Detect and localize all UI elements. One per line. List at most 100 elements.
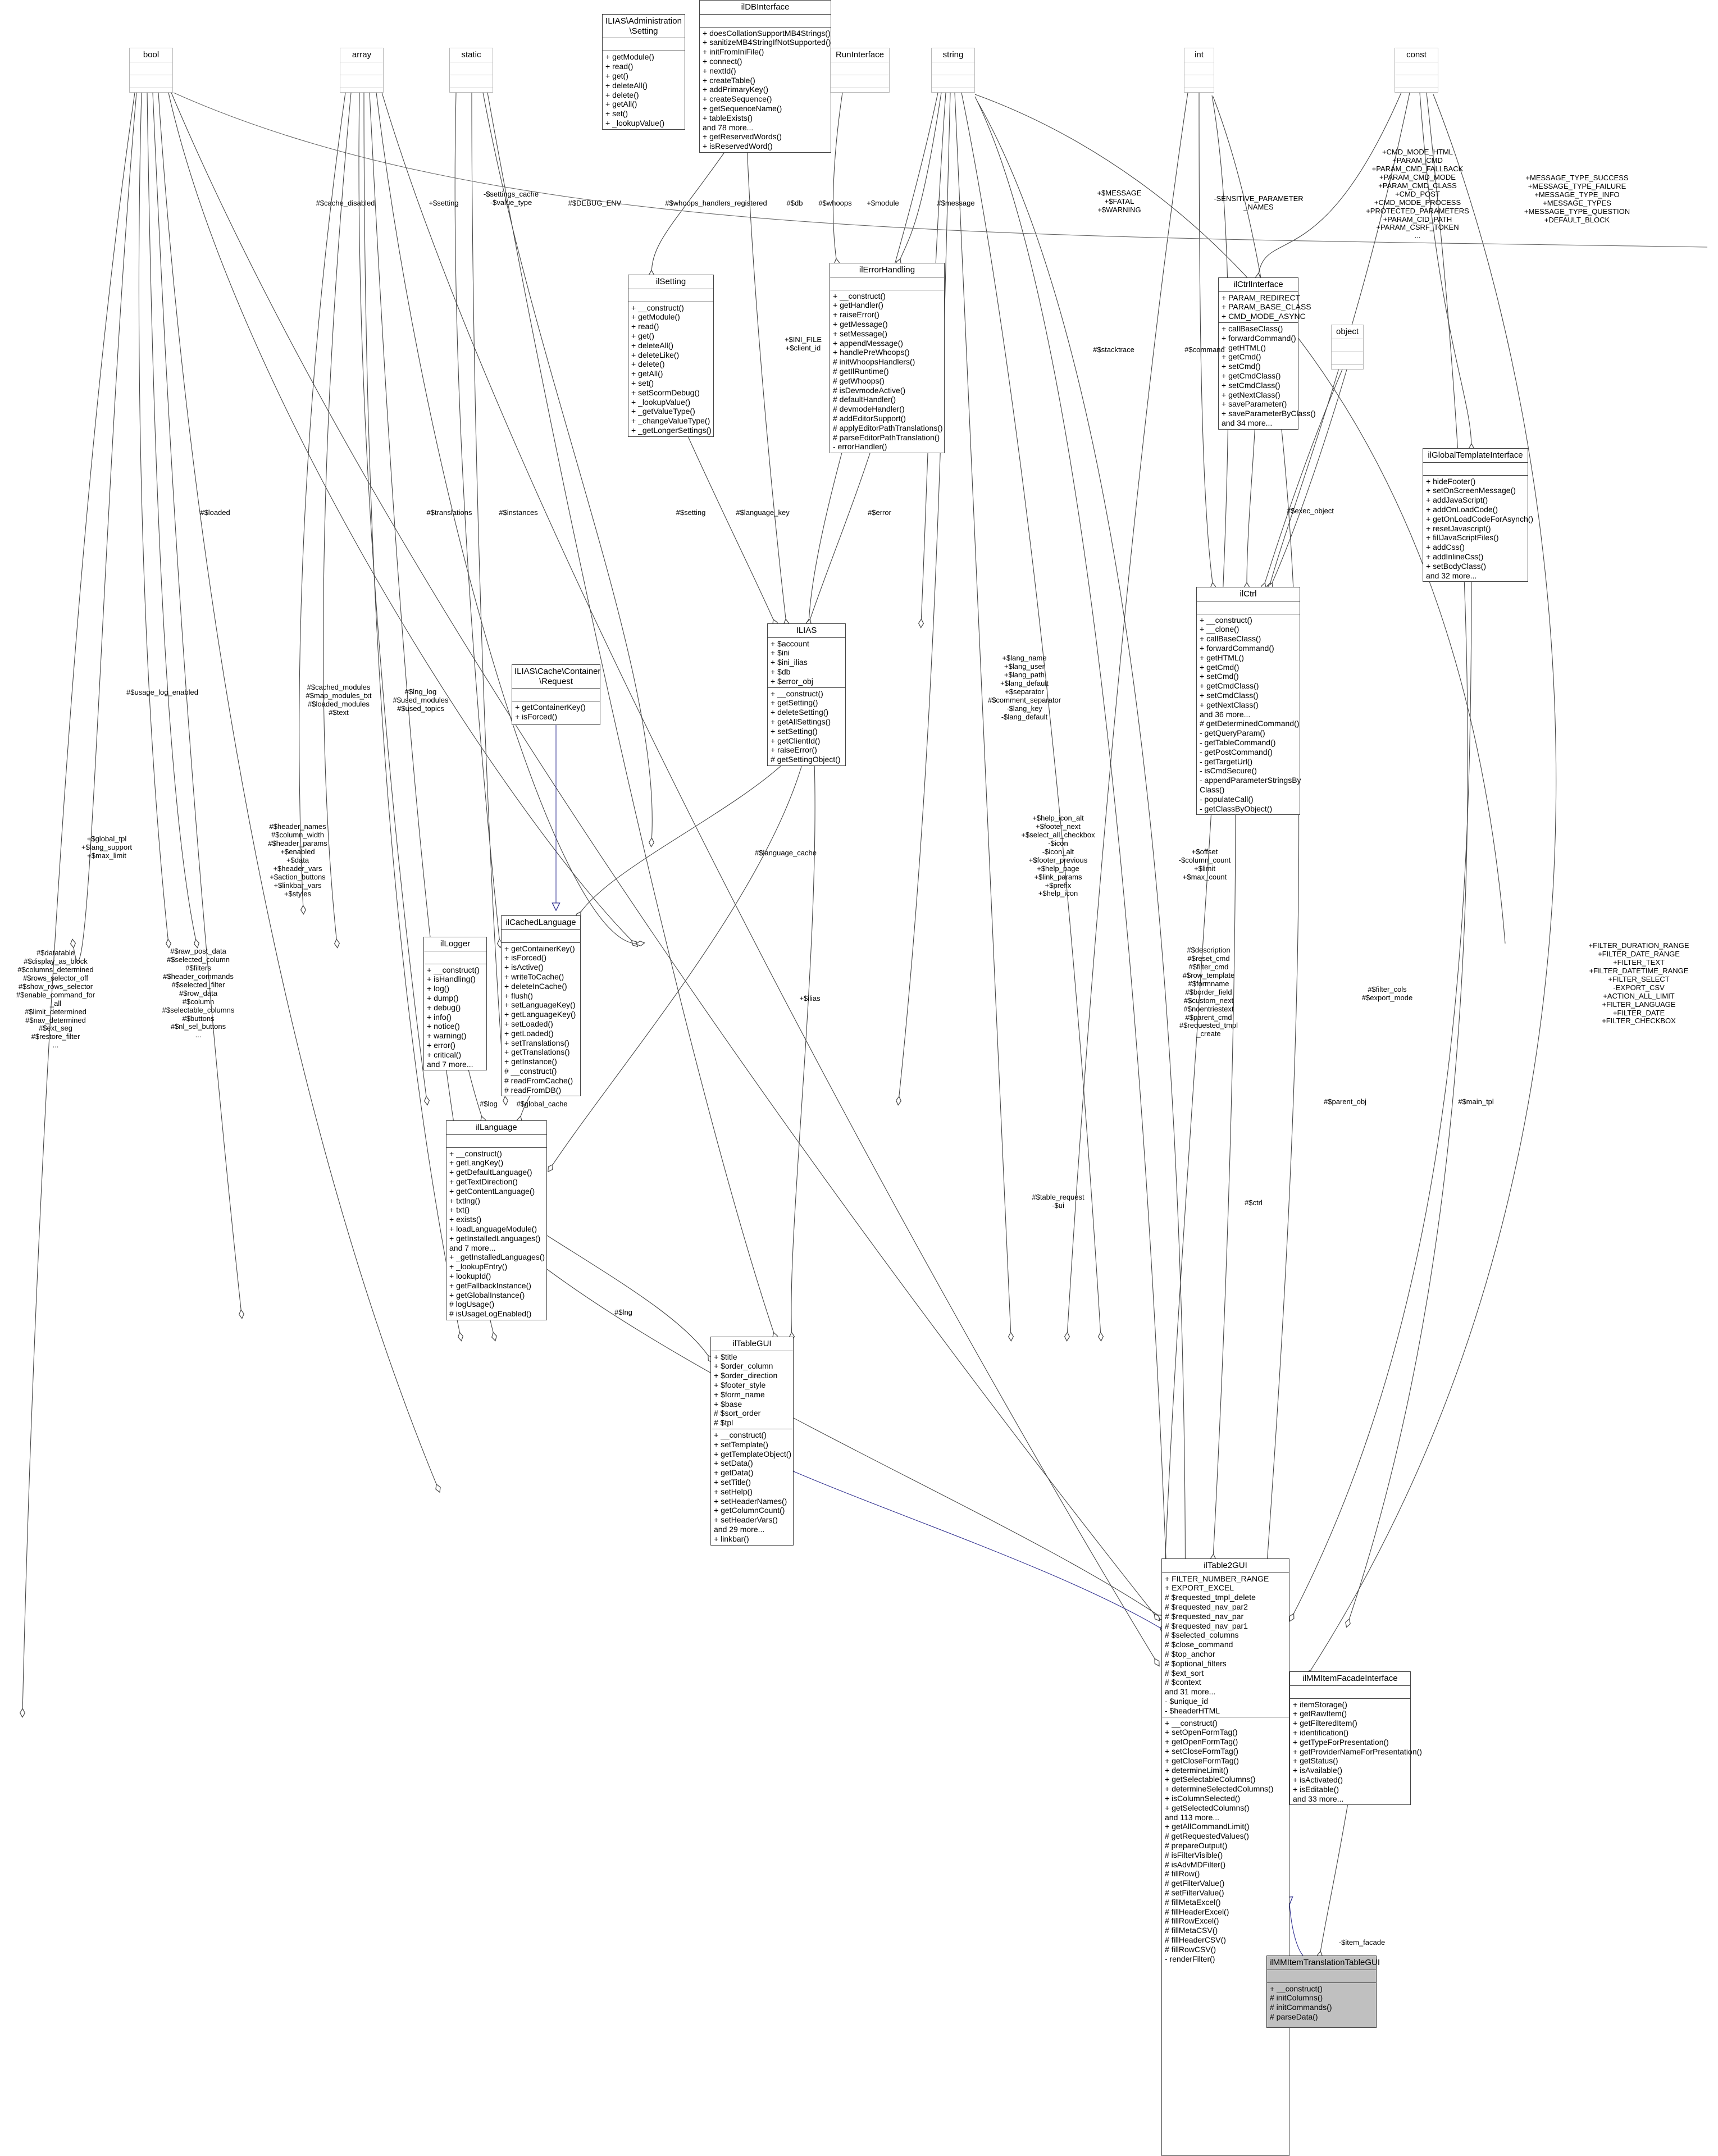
- class-node-attributes: [1423, 463, 1528, 476]
- class-node-iltable2gui[interactable]: ilTable2GUI+ FILTER_NUMBER_RANGE+ EXPORT…: [1161, 1558, 1289, 2156]
- class-node-illogger[interactable]: ilLogger+ __construct()+ isHandling()+ l…: [423, 937, 487, 1071]
- class-node-array[interactable]: array: [340, 48, 384, 93]
- class-node-methods: + itemStorage()+ getRawItem()+ getFilter…: [1290, 1699, 1422, 1805]
- method-row: + get(): [605, 71, 628, 80]
- attribute-row: # $sort_order: [714, 1409, 761, 1418]
- method-row: + isColumnSelected(): [1165, 1794, 1241, 1803]
- method-row: + setTitle(): [714, 1478, 751, 1487]
- class-node-methods: [340, 75, 383, 88]
- class-node-ilglobaltemplateinterface[interactable]: ilGlobalTemplateInterface+ hideFooter()+…: [1423, 448, 1534, 582]
- method-row: + setHeaderVars(): [714, 1515, 778, 1525]
- method-row: + saveParameter(): [1222, 399, 1287, 409]
- class-node-illanguage[interactable]: ilLanguage+ __construct()+ getLangKey()+…: [446, 1120, 547, 1321]
- method-row: # fillMetaCSV(): [1165, 1926, 1218, 1935]
- class-node-title: ILIAS\Administration \Setting: [603, 15, 685, 39]
- class-node-title: ilDBInterface: [700, 1, 831, 15]
- class-node-iltablegui[interactable]: ilTableGUI+ $title+ $order_column+ $orde…: [710, 1337, 794, 1546]
- class-node-methods: + __construct()+ getHandler()+ raiseErro…: [830, 290, 944, 453]
- edge-label-table-request: #$table_request -$ui: [1032, 1193, 1084, 1210]
- attribute-row: + $ini: [771, 648, 790, 658]
- class-node-ilcachedlanguage[interactable]: ilCachedLanguage+ getContainerKey()+ isF…: [501, 915, 581, 1097]
- edge-label-lang-name: +$lang_name +$lang_user +$lang_path +$la…: [987, 654, 1061, 721]
- method-row: + getData(): [714, 1468, 754, 1478]
- class-node-attributes: [700, 15, 831, 28]
- class-node-const[interactable]: const: [1395, 48, 1438, 93]
- method-row: + isActivated(): [1293, 1775, 1343, 1785]
- edge-label-parent-obj: #$parent_obj: [1324, 1097, 1366, 1106]
- attribute-row: # $top_anchor: [1165, 1649, 1215, 1659]
- method-row: + setData(): [714, 1458, 753, 1468]
- method-row: - errorHandler(): [833, 442, 887, 452]
- class-node-ilias-administration-setting[interactable]: ILIAS\Administration \Setting+ getModule…: [602, 14, 685, 130]
- method-row: + loadLanguageModule(): [449, 1224, 537, 1234]
- method-row: + addJavaScript(): [1426, 495, 1488, 505]
- method-row: + setCmdClass(): [1222, 380, 1280, 390]
- method-row: + tableExists(): [703, 113, 753, 122]
- method-row: + isReservedWord(): [703, 142, 773, 151]
- class-node-string[interactable]: string: [931, 48, 975, 93]
- method-row: + handlePreWhoops(): [833, 348, 910, 357]
- method-row: + determineLimit(): [1165, 1765, 1229, 1775]
- method-row: # readFromCache(): [504, 1075, 573, 1085]
- method-row: + getGlobalInstance(): [449, 1290, 525, 1300]
- method-row: # getDeterminedCommand(): [1200, 719, 1300, 728]
- class-node-title: ilLogger: [424, 937, 486, 951]
- edge-label-lng-log: #$lng_log #$used_modules #$used_topics: [393, 687, 449, 713]
- class-node-ilmmitemtranslationtablegui[interactable]: ilMMItemTranslationTableGUI+ __construct…: [1266, 1956, 1380, 2028]
- class-node-static[interactable]: static: [449, 48, 493, 93]
- class-node-bool[interactable]: bool: [129, 48, 173, 93]
- edge-label-module: +$module: [867, 199, 899, 207]
- edge-label-instances: #$instances: [499, 508, 538, 517]
- method-row: + getHandler(): [833, 300, 883, 310]
- class-node-attributes: [512, 689, 600, 702]
- edge-label-header-names: #$header_names #$column_width #$header_p…: [268, 822, 327, 898]
- class-node-title: ilGlobalTemplateInterface: [1423, 449, 1528, 463]
- method-row: + txt(): [449, 1205, 470, 1215]
- edge-label-log: #$log: [480, 1100, 498, 1108]
- method-row: + getCloseFormTag(): [1165, 1756, 1239, 1765]
- class-node-ilctrlinterface[interactable]: ilCtrlInterface+ PARAM_REDIRECT+ PARAM_B…: [1218, 277, 1316, 430]
- method-row: + callBaseClass(): [1222, 324, 1283, 334]
- edge-label-ini-file-client-id: +$INI_FILE +$client_id: [784, 335, 822, 352]
- method-row: + getTemplateObject(): [714, 1449, 792, 1458]
- method-row: and 113 more...: [1165, 1812, 1220, 1822]
- class-node-ilctrl[interactable]: ilCtrl+ __construct()+ __clone()+ callBa…: [1196, 587, 1301, 815]
- edge-label-lng: #$lng: [614, 1308, 632, 1316]
- method-row: # initCommands(): [1270, 2003, 1332, 2012]
- class-node-runinterface[interactable]: RunInterface: [830, 48, 890, 93]
- method-row: + createSequence(): [703, 94, 772, 104]
- class-node-ildbinterface[interactable]: ilDBInterface+ doesCollationSupportMB4St…: [699, 0, 831, 153]
- class-node-ilias-cache-container-request[interactable]: ILIAS\Cache\Container \Request+ getConta…: [512, 664, 600, 725]
- class-node-attributes: [1267, 1970, 1376, 1983]
- class-node-ilias[interactable]: ILIAS+ $account+ $ini+ $ini_ilias+ $db+ …: [767, 623, 846, 767]
- method-row: + getOnLoadCodeForAsynch(): [1426, 514, 1534, 523]
- class-node-attributes: [830, 277, 944, 290]
- method-row: # __construct(): [504, 1066, 557, 1076]
- method-row: + getFallbackInstance(): [449, 1280, 531, 1290]
- method-row: # fillHeaderCSV(): [1165, 1935, 1226, 1944]
- method-row: # parseData(): [1270, 2012, 1318, 2022]
- method-row: + addInlineCss(): [1426, 552, 1484, 562]
- method-row: + getOpenFormTag(): [1165, 1737, 1238, 1747]
- method-row: + setSetting(): [771, 726, 818, 736]
- class-node-title: ilCtrl: [1197, 587, 1300, 601]
- class-node-attributes: + PARAM_REDIRECT+ PARAM_BASE_CLASS+ CMD_…: [1219, 292, 1311, 323]
- class-node-ilmmitemfacadeinterface[interactable]: ilMMItemFacadeInterface+ itemStorage()+ …: [1289, 1671, 1422, 1806]
- class-node-ilerrorhandling[interactable]: ilErrorHandling+ __construct()+ getHandl…: [830, 263, 945, 454]
- method-row: and 7 more...: [449, 1243, 496, 1252]
- edge-label-setting-2: #$setting: [676, 508, 706, 517]
- class-node-object[interactable]: object: [1331, 325, 1364, 370]
- class-node-methods: [1395, 75, 1438, 88]
- class-node-int[interactable]: int: [1184, 48, 1214, 93]
- method-row: + getContentLanguage(): [449, 1186, 535, 1196]
- method-row: + deleteAll(): [605, 80, 648, 90]
- class-node-title: ILIAS: [768, 624, 845, 638]
- method-row: # isUsageLogEnabled(): [449, 1309, 532, 1319]
- attribute-row: # $ext_sort: [1165, 1668, 1204, 1678]
- class-node-title: ilLanguage: [446, 1121, 546, 1135]
- class-node-title: ilSetting: [628, 275, 713, 289]
- method-row: + getHTML(): [1200, 653, 1244, 662]
- method-row: # prepareOutput(): [1165, 1841, 1228, 1850]
- method-row: + getNextClass(): [1200, 700, 1259, 709]
- class-node-ilsetting[interactable]: ilSetting+ __construct()+ getModule()+ r…: [628, 275, 714, 437]
